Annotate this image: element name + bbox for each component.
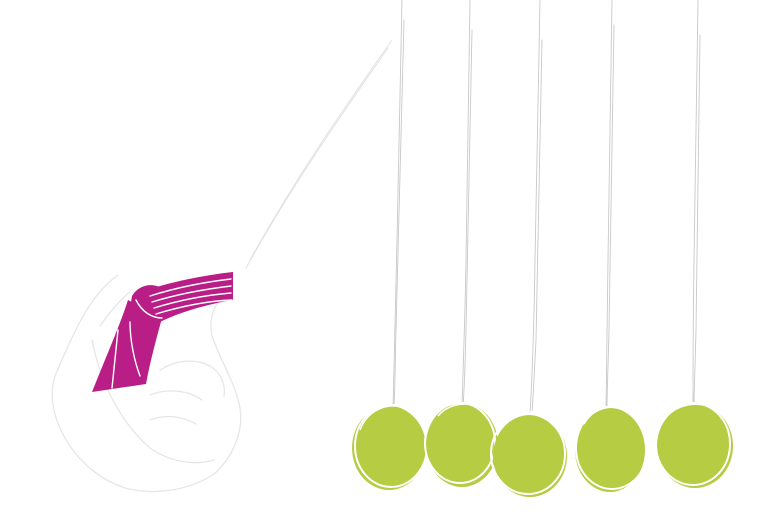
support-line (245, 39, 393, 269)
string-4b (606, 24, 615, 407)
string-4 (605, 0, 613, 411)
ball-4 (575, 404, 649, 492)
string-5b (693, 34, 701, 405)
ball-1 (352, 404, 428, 490)
string-1 (392, 0, 403, 411)
hand-outline (51, 274, 242, 493)
sleeve-arm (92, 300, 162, 392)
ball-2 (424, 402, 498, 487)
cradle-balls (352, 402, 733, 497)
sleeve (92, 272, 233, 392)
pendulum-strings (392, 0, 701, 416)
ball-3 (490, 410, 567, 497)
string-3b (531, 39, 543, 413)
string-2 (461, 0, 471, 409)
string-1b (393, 19, 405, 406)
string-5 (692, 0, 699, 409)
string-2b (462, 29, 473, 406)
string-3 (529, 0, 541, 416)
ball-5 (655, 402, 733, 488)
